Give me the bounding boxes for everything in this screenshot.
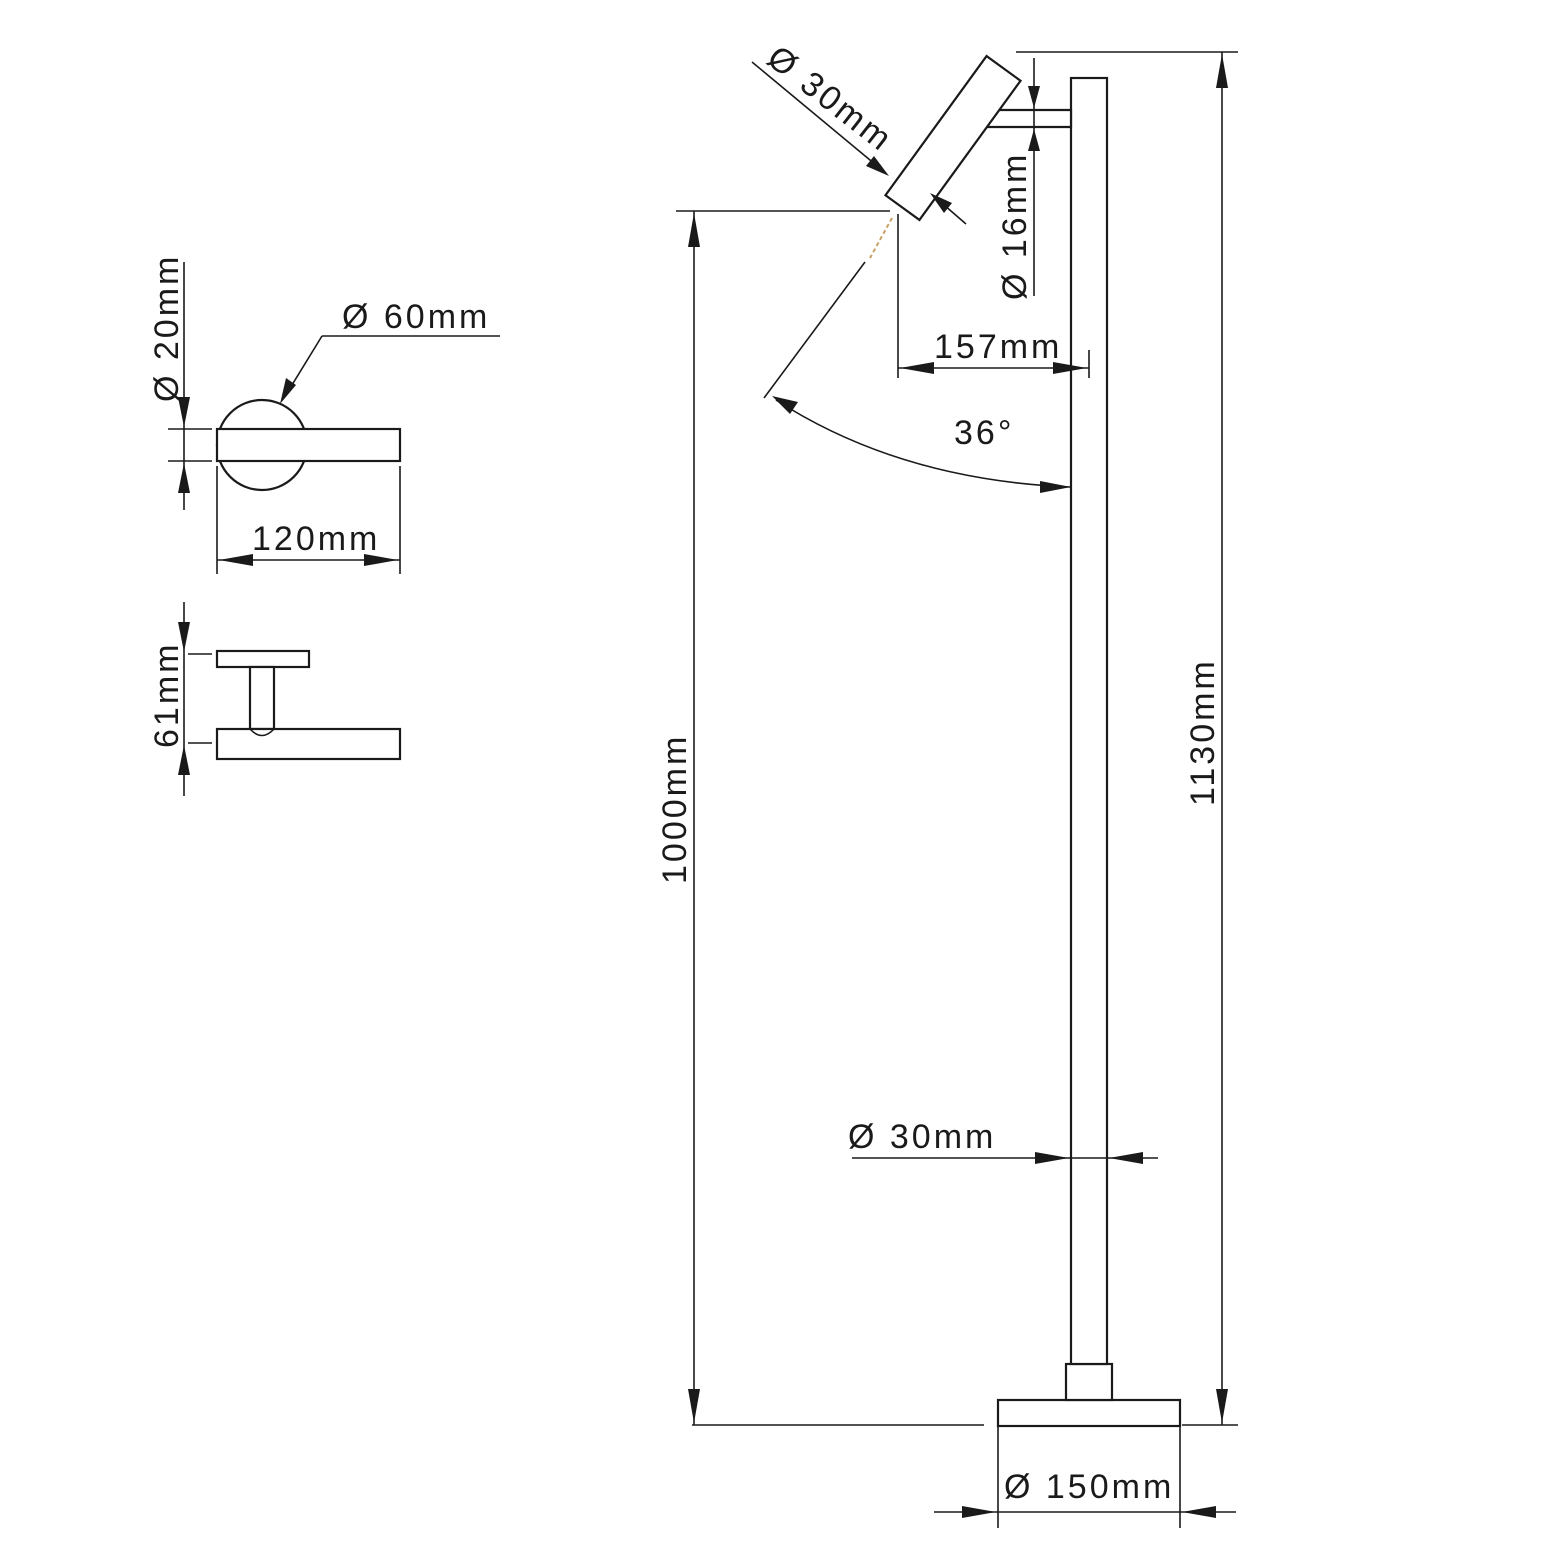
dimension-arm-tube-diameter: Ø 20mm [148, 254, 212, 510]
lamp-base [996, 1398, 1182, 1428]
dim-arm-offset-label: 157mm [934, 328, 1062, 366]
dim-plate-diameter-label: Ø 60mm [342, 298, 490, 336]
dim-light-height-label: 1000mm [656, 734, 694, 884]
dim-arm-length-label: 120mm [252, 520, 380, 558]
dimension-arm-offset: 157mm [897, 214, 1090, 378]
lamp-pole [1069, 76, 1109, 1366]
dim-base-diameter-label: Ø 150mm [1004, 1468, 1174, 1506]
dim-pole-diameter-label: Ø 30mm [848, 1118, 996, 1156]
dim-arm-diameter-label: Ø 16mm [996, 152, 1034, 300]
dimension-tilt-angle: 36° [763, 261, 1071, 493]
dimension-base-diameter: Ø 150mm [934, 1426, 1236, 1528]
dim-total-height-label: 1130mm [1184, 658, 1222, 806]
detail-arm-top [215, 427, 402, 463]
detail-plate-side [215, 649, 311, 669]
dimension-plate-diameter: Ø 60mm [280, 298, 500, 404]
dimension-arm-length: 120mm [216, 466, 401, 574]
floor-lamp-elevation [869, 54, 1182, 1428]
plate-detail-side-view [215, 649, 402, 761]
lamp-collar [1064, 1362, 1114, 1402]
dimension-arm-diameter: Ø 16mm [996, 58, 1040, 300]
dim-arm-tube-diameter-label: Ø 20mm [148, 254, 186, 402]
dimension-total-height: 1130mm [1016, 51, 1238, 1426]
detail-arm-side [215, 727, 402, 761]
dimension-arm-height: 61mm [148, 602, 212, 796]
dim-tilt-angle-label: 36° [954, 414, 1014, 452]
dim-shade-diameter-label: Ø 30mm [760, 38, 900, 159]
plate-detail-top-view [215, 398, 402, 492]
dim-arm-height-label: 61mm [148, 642, 186, 748]
detail-stem-side [248, 665, 276, 731]
dimension-light-height: 1000mm [656, 210, 984, 1426]
light-beam [869, 217, 893, 259]
lamp-head [883, 54, 1023, 222]
dimension-pole-diameter: Ø 30mm [848, 1118, 1158, 1164]
